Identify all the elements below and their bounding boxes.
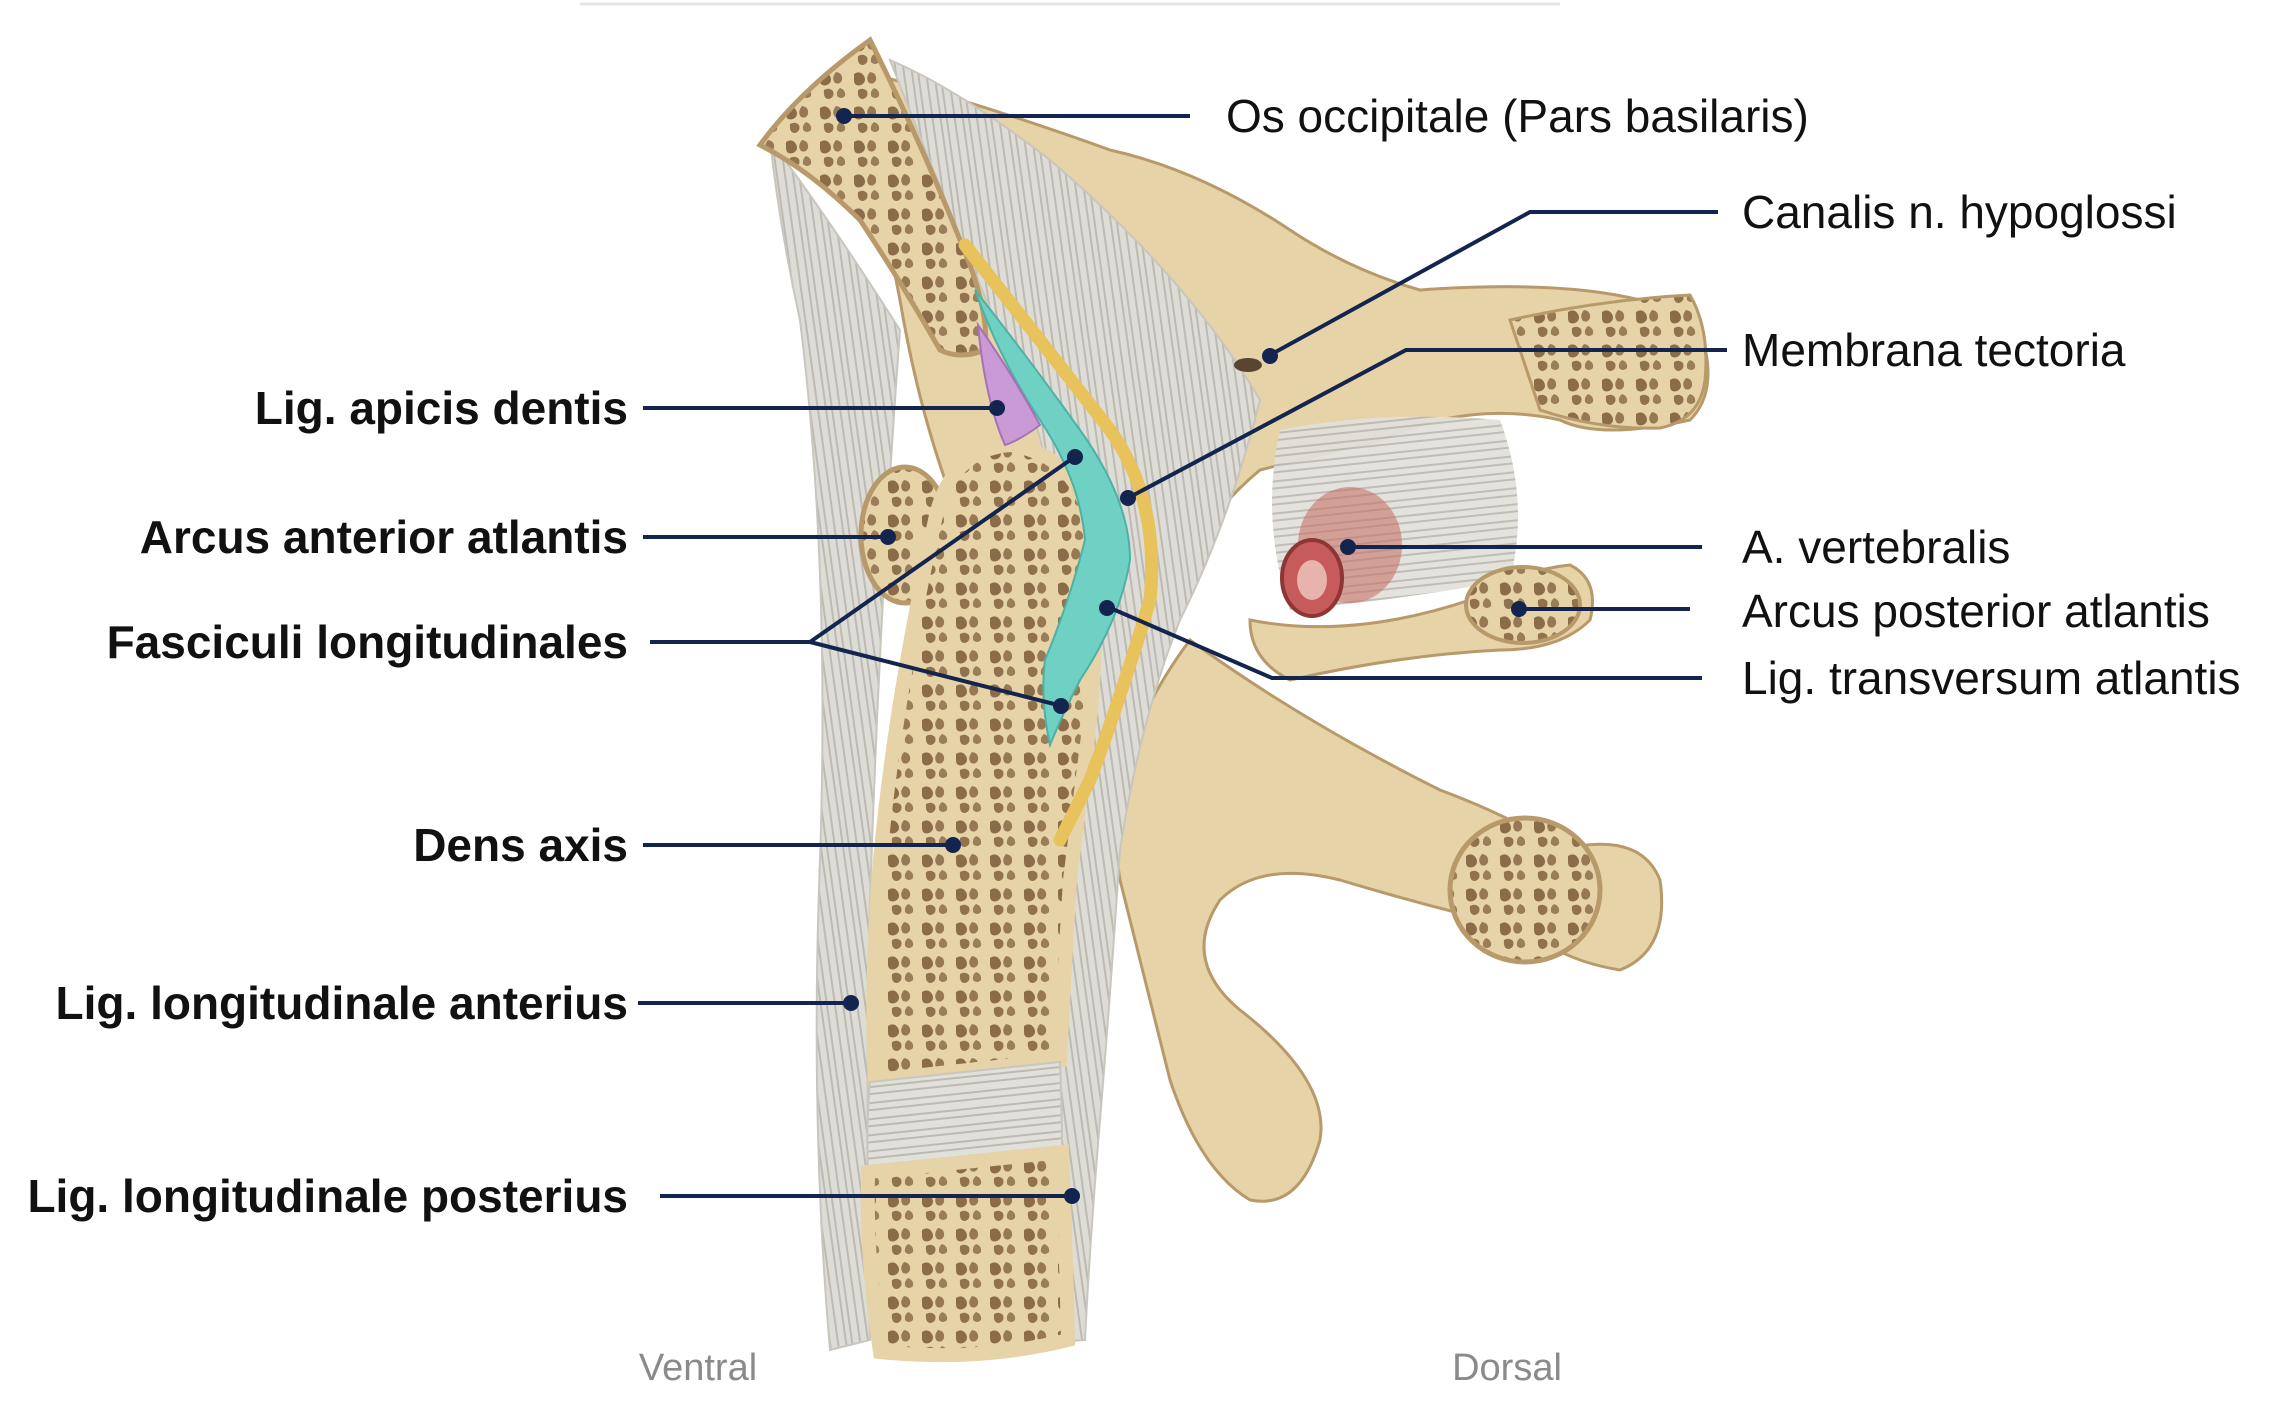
leader-fasciculi-branch [809, 640, 1059, 707]
label-lig-longitudinale-posterius: Lig. longitudinale posterius [27, 1170, 628, 1222]
label-lig-longitudinale-anterius: Lig. longitudinale anterius [56, 977, 628, 1029]
leader-dot-fasciculi-upper [1067, 449, 1083, 465]
label-os-occipitale: Os occipitale (Pars basilaris) [1226, 90, 1809, 142]
occipital-posterior-process [1508, 293, 1708, 430]
vertebral-artery-lumen [1297, 560, 1327, 600]
membrana-tectoria-band [958, 238, 1159, 847]
label-arcus-posterior-atlantis: Arcus posterior atlantis [1742, 585, 2210, 637]
leader-dot-lig-long-posterius [1064, 1188, 1080, 1204]
label-membrana-tectoria: Membrana tectoria [1742, 324, 2126, 376]
leader-dot-lig-transversum [1099, 600, 1115, 616]
label-fasciculi-longitudinales: Fasciculi longitudinales [107, 616, 628, 668]
axis-spinous-section [1447, 815, 1603, 965]
label-lig-apicis-dentis: Lig. apicis dentis [255, 382, 628, 434]
orientation-labels: Ventral Dorsal [639, 1347, 1562, 1389]
label-dorsal: Dorsal [1452, 1347, 1562, 1389]
leader-dot-arcus-posterior [1511, 601, 1527, 617]
labels-right: Os occipitale (Pars basilaris) Canalis n… [1226, 90, 2241, 704]
illustration [756, 36, 1710, 1363]
label-arcus-anterior-atlantis: Arcus anterior atlantis [140, 511, 628, 563]
leader-lig-transversum [1107, 605, 1702, 680]
leader-dot-membrana-tectoria [1120, 490, 1136, 506]
leader-lines [638, 108, 1727, 1204]
label-dens-axis: Dens axis [413, 819, 628, 871]
leader-dot-canalis-hypoglossi [1262, 348, 1278, 364]
leader-dot-arcus-anterior [880, 529, 896, 545]
leader-dot-fasciculi-lower [1053, 698, 1069, 714]
leader-canalis-hypoglossi [1269, 210, 1718, 357]
label-lig-transversum-atlantis: Lig. transversum atlantis [1742, 652, 2241, 704]
leader-dot-dens-axis [945, 837, 961, 853]
label-a-vertebralis: A. vertebralis [1742, 521, 2010, 573]
leader-dot-lig-long-anterius [843, 995, 859, 1011]
leader-dot-a-vertebralis [1340, 539, 1356, 555]
c3-vertebral-body [860, 1144, 1076, 1363]
label-canalis-n-hypoglossi: Canalis n. hypoglossi [1742, 186, 2177, 238]
lig-apicis-shape [976, 321, 1042, 447]
leader-dot-os-occipitale [836, 108, 852, 124]
leader-membrana-tectoria [1129, 348, 1727, 499]
leader-dot-lig-apicis [989, 400, 1005, 416]
labels-left: Lig. apicis dentis Arcus anterior atlant… [27, 382, 628, 1222]
lig-transversum-shape [974, 289, 1132, 749]
label-ventral: Ventral [639, 1347, 757, 1389]
hypoglossal-canal [1234, 358, 1262, 372]
